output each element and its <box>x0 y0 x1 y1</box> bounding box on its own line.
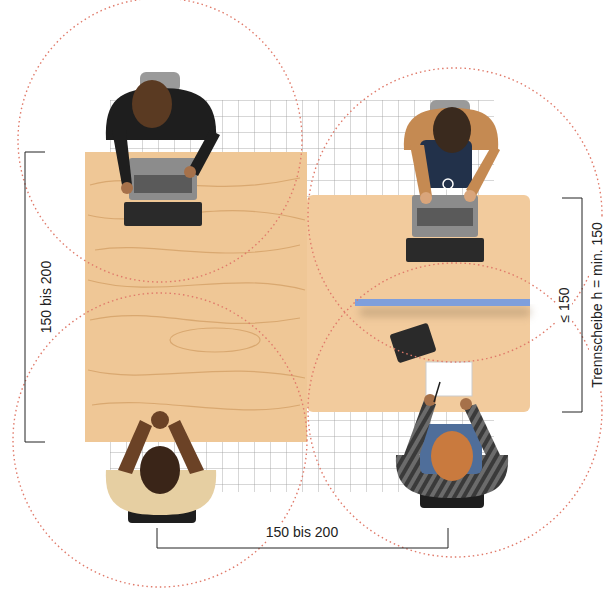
person <box>106 411 216 523</box>
dimension-line <box>25 152 582 548</box>
person <box>396 382 508 508</box>
note-label: Trennscheibe h = min. 150 <box>589 219 605 391</box>
dimension-label: 150 bis 200 <box>263 524 341 540</box>
tablet <box>389 323 436 364</box>
laptop <box>406 195 484 262</box>
partition <box>355 299 530 306</box>
dimension-label: 150 bis 200 <box>38 258 54 336</box>
person <box>404 100 500 204</box>
desk <box>307 195 530 412</box>
partition-shadow <box>360 308 530 316</box>
laptop <box>124 158 202 226</box>
paper <box>426 362 472 396</box>
dimension-label: ≤ 150 <box>556 285 572 326</box>
wood-table <box>85 152 307 442</box>
person <box>106 72 220 194</box>
distance-circle <box>13 0 602 587</box>
